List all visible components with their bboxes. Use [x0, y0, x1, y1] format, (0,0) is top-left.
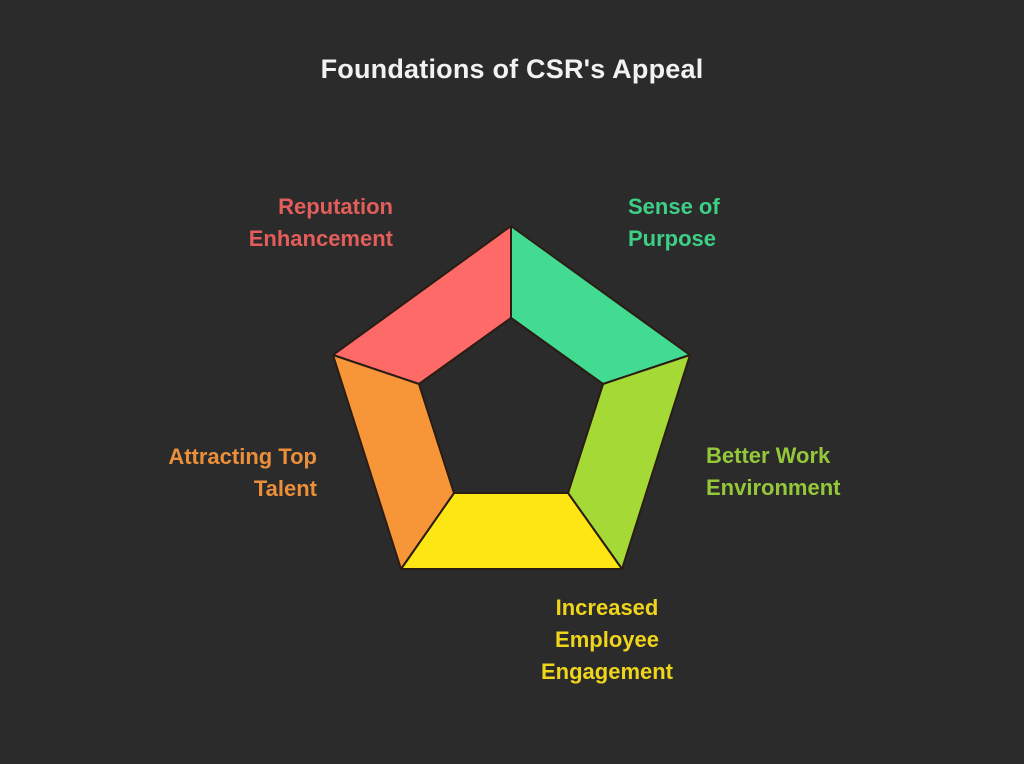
label-line: Better Work	[706, 443, 831, 468]
label-line: Enhancement	[248, 226, 393, 251]
diagram-title: Foundations of CSR's Appeal	[320, 54, 704, 84]
label-line: Sense of	[628, 194, 720, 219]
label-line: Attracting Top	[168, 444, 317, 469]
label-attracting-top-talent: Attracting Top Talent	[168, 441, 317, 505]
label-line: Employee	[555, 627, 659, 652]
label-reputation-enhancement: Reputation Enhancement	[249, 191, 393, 255]
label-line: Environment	[706, 475, 841, 500]
label-line: Talent	[253, 476, 317, 501]
label-increased-employee-engagement: Increased Employee Engagement	[532, 592, 682, 688]
label-line: Reputation	[278, 194, 393, 219]
label-line: Increased	[555, 595, 659, 620]
label-line: Purpose	[628, 226, 717, 251]
label-line: Engagement	[540, 659, 674, 684]
center-hole	[418, 317, 604, 494]
label-sense-of-purpose: Sense of Purpose	[628, 191, 720, 255]
label-better-work-environment: Better Work Environment	[706, 440, 840, 504]
